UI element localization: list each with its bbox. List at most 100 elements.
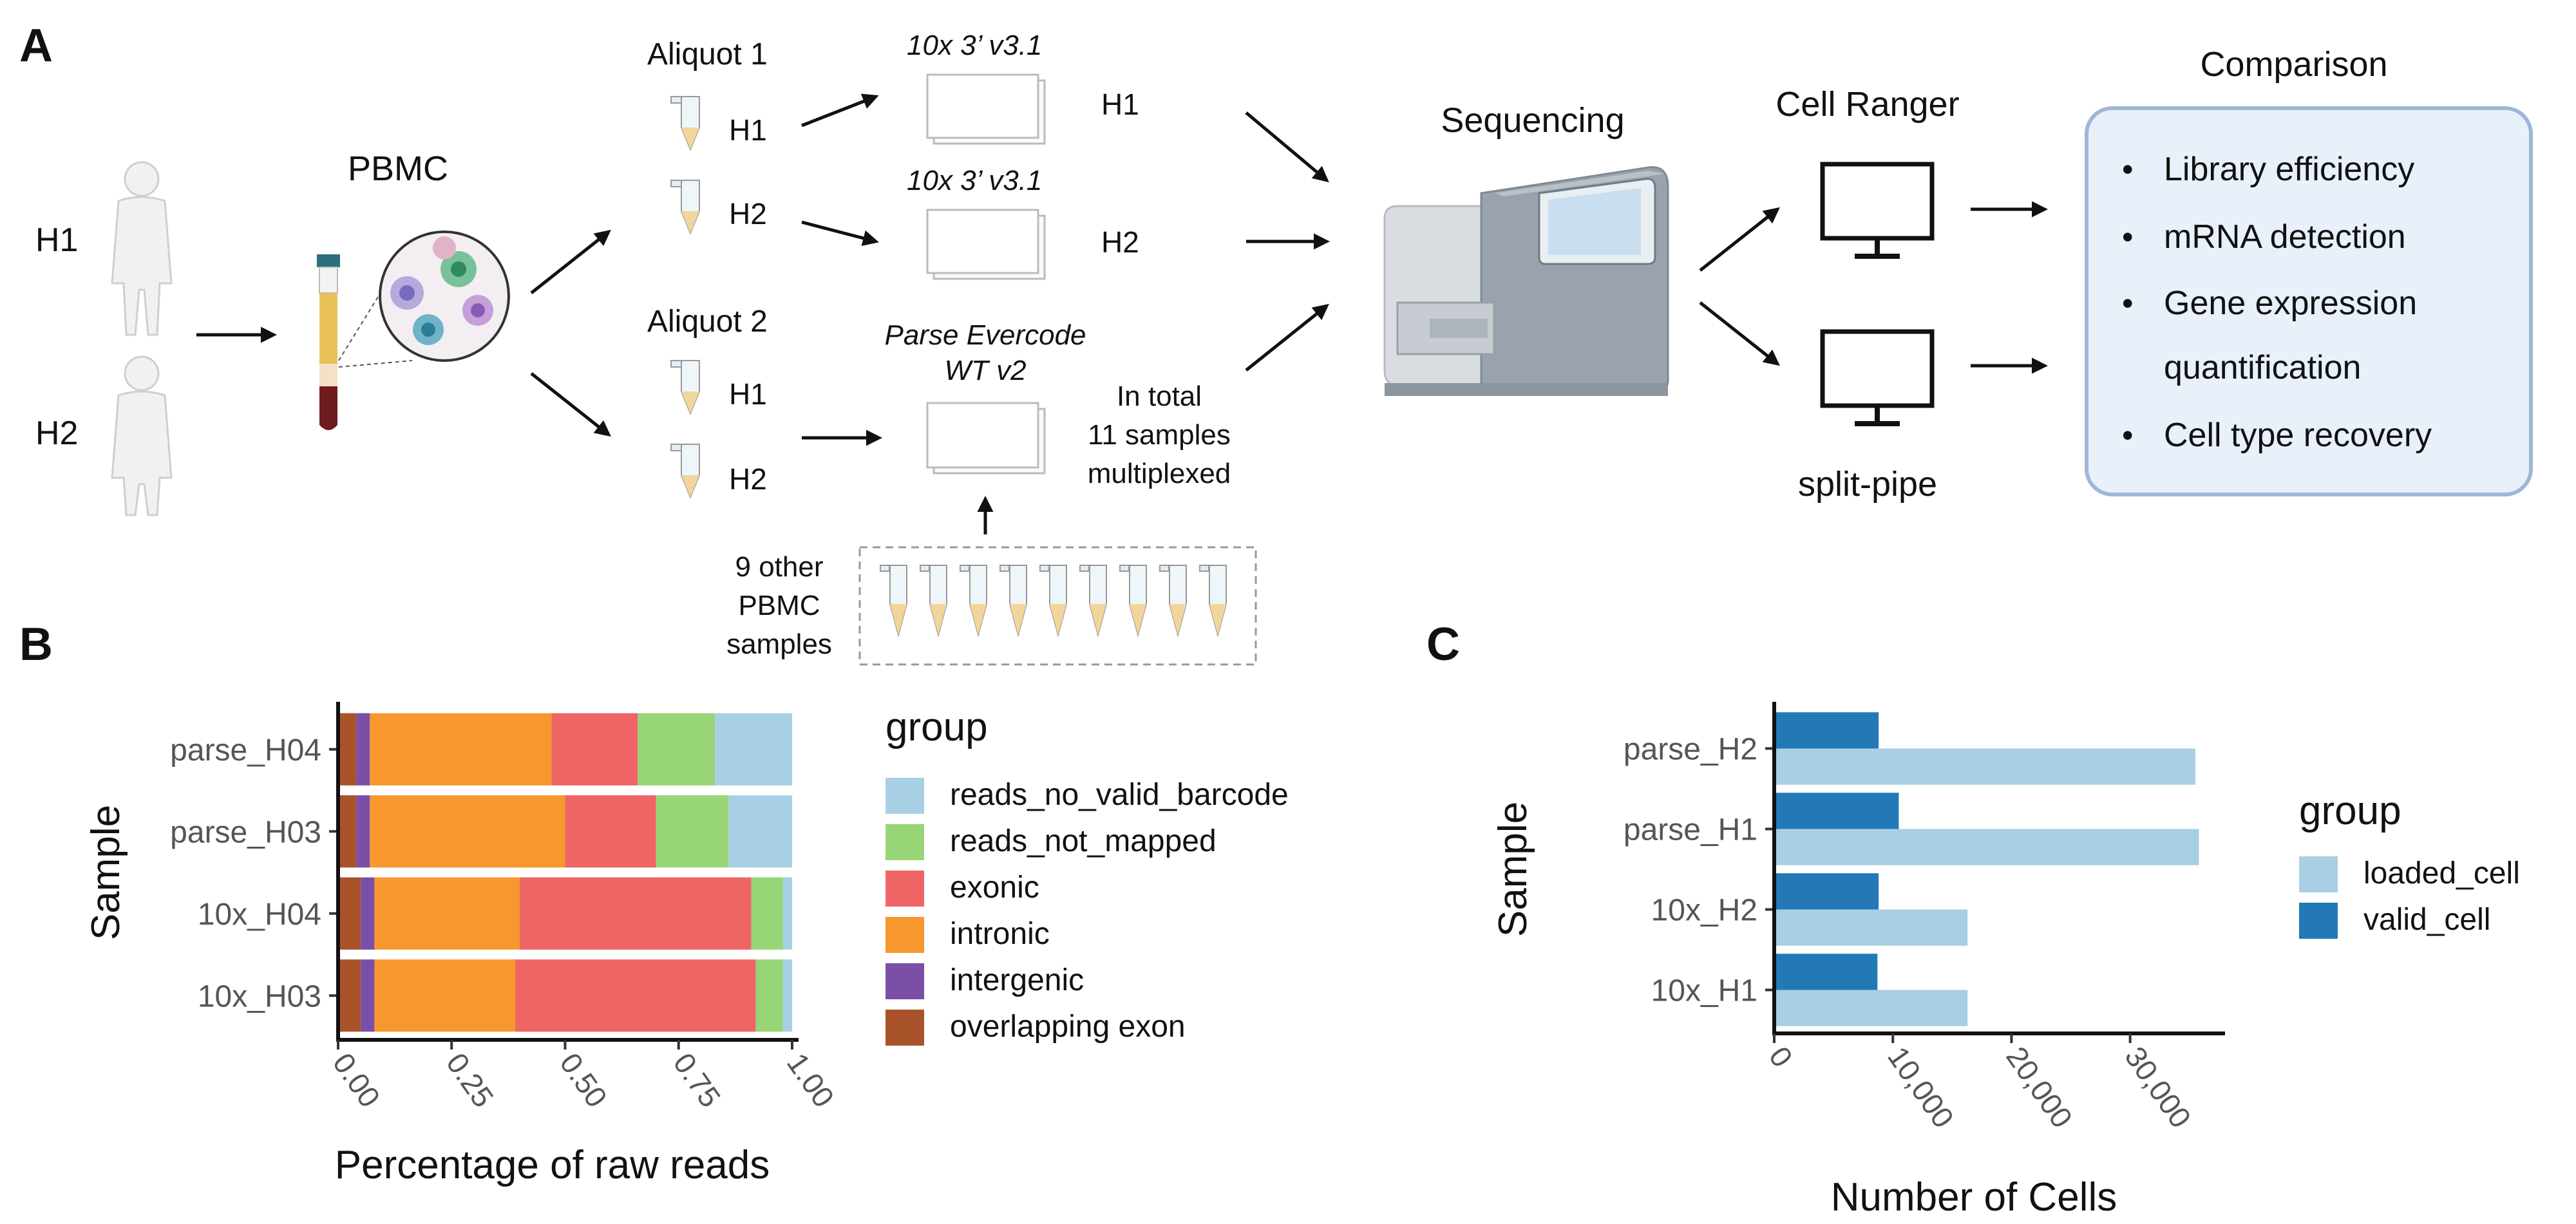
x-tick-label: 30,000 bbox=[2118, 1040, 2197, 1134]
donor-h1-label: H1 bbox=[35, 221, 78, 259]
x-tick-label: 0.00 bbox=[327, 1047, 387, 1113]
panel-label-a: A bbox=[19, 20, 53, 71]
chip-h2-sample-label: H2 bbox=[1101, 225, 1139, 259]
legend-label: intronic bbox=[950, 917, 1050, 951]
tube-cap bbox=[1119, 565, 1130, 572]
bar-segment bbox=[728, 795, 792, 868]
zoom-line-bottom bbox=[338, 360, 413, 368]
tube-fill bbox=[1209, 604, 1226, 635]
bar-segment bbox=[338, 795, 357, 868]
bar-segment bbox=[715, 713, 792, 786]
x-tick-label: 1.00 bbox=[781, 1047, 841, 1113]
sample-tube-icon bbox=[1119, 565, 1147, 637]
tube-cap bbox=[880, 565, 890, 572]
comparison-bullet: • bbox=[2122, 219, 2134, 255]
splitpipe-monitor-icon bbox=[1820, 329, 1935, 426]
bar-loaded-cell bbox=[1774, 748, 2195, 785]
tube-fill bbox=[1090, 604, 1106, 635]
legend-swatch bbox=[886, 963, 924, 999]
bar-segment bbox=[361, 959, 375, 1032]
tube-fill bbox=[930, 604, 947, 635]
bar-valid-cell bbox=[1774, 793, 1899, 829]
bar-segment bbox=[356, 795, 370, 868]
y-tick-label: 10x_H1 bbox=[1651, 974, 1757, 1008]
legend-title: group bbox=[886, 705, 988, 749]
legend-swatch bbox=[886, 778, 924, 814]
bar-segment bbox=[638, 713, 715, 786]
bar-valid-cell bbox=[1774, 954, 1878, 990]
tube-fill bbox=[970, 604, 987, 635]
zoom-line-top bbox=[338, 283, 387, 361]
cellranger-label: Cell Ranger bbox=[1776, 85, 1959, 124]
chip-10x-h2-icon bbox=[926, 209, 1046, 280]
aliquot1-h2-label: H2 bbox=[729, 197, 767, 231]
tube-cap bbox=[1079, 565, 1090, 572]
donor-h1-figure-icon bbox=[111, 161, 173, 336]
aliquot2-h2-tube-icon bbox=[670, 444, 700, 499]
chip-parse-icon bbox=[926, 402, 1046, 475]
legend-swatch bbox=[2299, 903, 2338, 939]
x-tick-label: 20,000 bbox=[2000, 1040, 2079, 1134]
parse-label-line1: Parse Evercode bbox=[884, 319, 1086, 351]
aliquot1-title: Aliquot 1 bbox=[647, 37, 768, 71]
bar-valid-cell bbox=[1774, 712, 1879, 749]
legend-swatch bbox=[886, 824, 924, 860]
sample-tube-icon bbox=[960, 565, 987, 637]
legend-label: overlapping exon bbox=[950, 1010, 1186, 1044]
tube-fill bbox=[1010, 604, 1027, 635]
pbmc-label: PBMC bbox=[348, 149, 448, 188]
bar-segment bbox=[370, 713, 552, 786]
tube-cap bbox=[920, 565, 930, 572]
x-tick-label: 0.75 bbox=[667, 1047, 728, 1113]
total-line3: multiplexed bbox=[1088, 458, 1231, 489]
bar-segment bbox=[361, 877, 375, 950]
x-tick-label: 0 bbox=[1763, 1040, 1799, 1073]
comparison-item: quantification bbox=[2164, 349, 2361, 386]
bar-segment bbox=[356, 713, 370, 786]
blood-tube-icon bbox=[317, 254, 340, 430]
bar-segment bbox=[782, 877, 792, 950]
arrow-a1h2-to-chip bbox=[801, 220, 879, 247]
legend-label: loaded_cell bbox=[2363, 856, 2520, 890]
comparison-bullet: • bbox=[2122, 151, 2134, 187]
chip-10x-h2-label: 10x 3’ v3.1 bbox=[907, 165, 1042, 196]
sample-tube-icon bbox=[1199, 565, 1227, 637]
y-tick-label: parse_H03 bbox=[170, 815, 321, 849]
arrow-seq-to-splitpipe bbox=[1699, 301, 1780, 366]
sequencer-icon bbox=[1383, 166, 1669, 396]
aliquot2-h2-label: H2 bbox=[729, 462, 767, 496]
other-line1: 9 other bbox=[735, 551, 824, 583]
legend-label: valid_cell bbox=[2363, 903, 2490, 937]
comparison-bullet: • bbox=[2122, 285, 2134, 321]
aliquot2-h1-tube-icon bbox=[670, 360, 700, 415]
chip-10x-h1-icon bbox=[926, 73, 1046, 145]
bar-segment bbox=[755, 959, 783, 1032]
arrow-parse-to-seq bbox=[1245, 303, 1329, 372]
bar-segment bbox=[551, 713, 638, 786]
y-tick-label: parse_H04 bbox=[170, 733, 321, 767]
y-axis-title: Sample bbox=[1491, 802, 1535, 937]
bar-segment bbox=[374, 959, 515, 1032]
bar-segment bbox=[338, 713, 357, 786]
x-tick-label: 0.50 bbox=[553, 1047, 614, 1113]
bar-loaded-cell bbox=[1774, 990, 1968, 1026]
y-tick-label: 10x_H03 bbox=[198, 979, 321, 1013]
bar-segment bbox=[782, 959, 792, 1032]
bar-segment bbox=[338, 959, 361, 1032]
aliquot2-title: Aliquot 2 bbox=[647, 305, 768, 339]
y-tick-label: 10x_H04 bbox=[198, 898, 321, 932]
sample-tube-icon bbox=[1039, 565, 1067, 637]
tube-cap bbox=[960, 565, 970, 572]
sample-tube-icon bbox=[999, 565, 1027, 637]
bar-segment bbox=[656, 795, 729, 868]
comparison-item: mRNA detection bbox=[2164, 218, 2406, 256]
legend-label: reads_no_valid_barcode bbox=[950, 778, 1289, 812]
aliquot1-h1-label: H1 bbox=[729, 113, 767, 147]
bar-loaded-cell bbox=[1774, 829, 2199, 865]
tube-fill bbox=[890, 604, 907, 635]
tube-fill bbox=[1050, 604, 1066, 635]
donor-h2-figure-icon bbox=[111, 355, 173, 516]
tube-cap bbox=[999, 565, 1010, 572]
legend-swatch bbox=[2299, 856, 2338, 892]
